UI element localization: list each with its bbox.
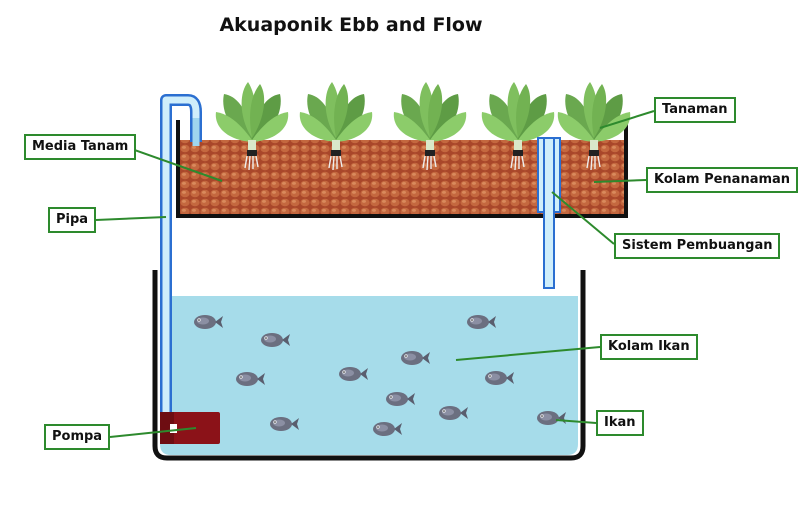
label-kolam-ikan: Kolam Ikan (600, 334, 698, 360)
pipe (160, 94, 202, 414)
diagram-title: Akuaponik Ebb and Flow (219, 14, 483, 36)
label-sistem-pembuangan: Sistem Pembuangan (614, 233, 781, 259)
label-ikan: Ikan (596, 410, 644, 436)
label-pipa: Pipa (48, 207, 97, 233)
label-pompa: Pompa (44, 424, 111, 450)
label-kolam-penanaman: Kolam Penanaman (646, 167, 799, 193)
label-tanaman: Tanaman (654, 97, 736, 123)
label-media-tanam: Media Tanam (24, 134, 137, 160)
leader-lines (95, 110, 655, 438)
